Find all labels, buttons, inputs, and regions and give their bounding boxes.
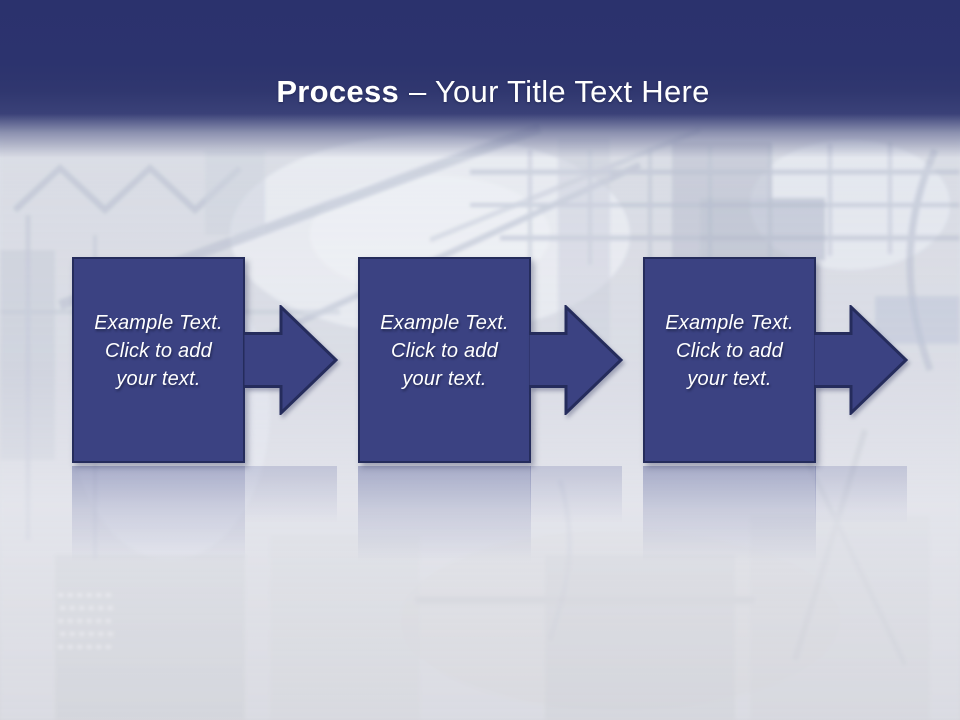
title-emphasis: Process xyxy=(276,73,400,109)
step-text-line: your text. xyxy=(687,368,772,390)
slide-title: Process– Your Title Text Here xyxy=(0,74,960,110)
step-text-line: Example Text. xyxy=(94,312,223,334)
arrow-reflection xyxy=(815,466,907,524)
arrow-right-shape xyxy=(529,305,624,415)
process-step-box-3[interactable]: Example Text. Click to add your text. xyxy=(643,257,816,463)
step-text-line: Click to add xyxy=(105,340,212,362)
title-rest: – Your Title Text Here xyxy=(408,73,710,109)
arrow-reflection xyxy=(530,466,622,524)
box-reflection xyxy=(358,466,531,562)
step-text-line: Click to add xyxy=(391,340,498,362)
box-reflection xyxy=(643,466,816,562)
arrow-reflection xyxy=(245,466,337,524)
step-text-line: your text. xyxy=(402,368,487,390)
title-band xyxy=(0,0,960,158)
step-text-line: Click to add xyxy=(676,340,783,362)
box-reflection xyxy=(72,466,245,562)
step-text-line: Example Text. xyxy=(665,312,794,334)
arrow-right-shape xyxy=(244,305,339,415)
step-text-line: your text. xyxy=(116,368,201,390)
process-step-box-2[interactable]: Example Text. Click to add your text. xyxy=(358,257,531,463)
arrow-right-shape xyxy=(814,305,909,415)
process-step-box-1[interactable]: Example Text. Click to add your text. xyxy=(72,257,245,463)
step-text-line: Example Text. xyxy=(380,312,509,334)
